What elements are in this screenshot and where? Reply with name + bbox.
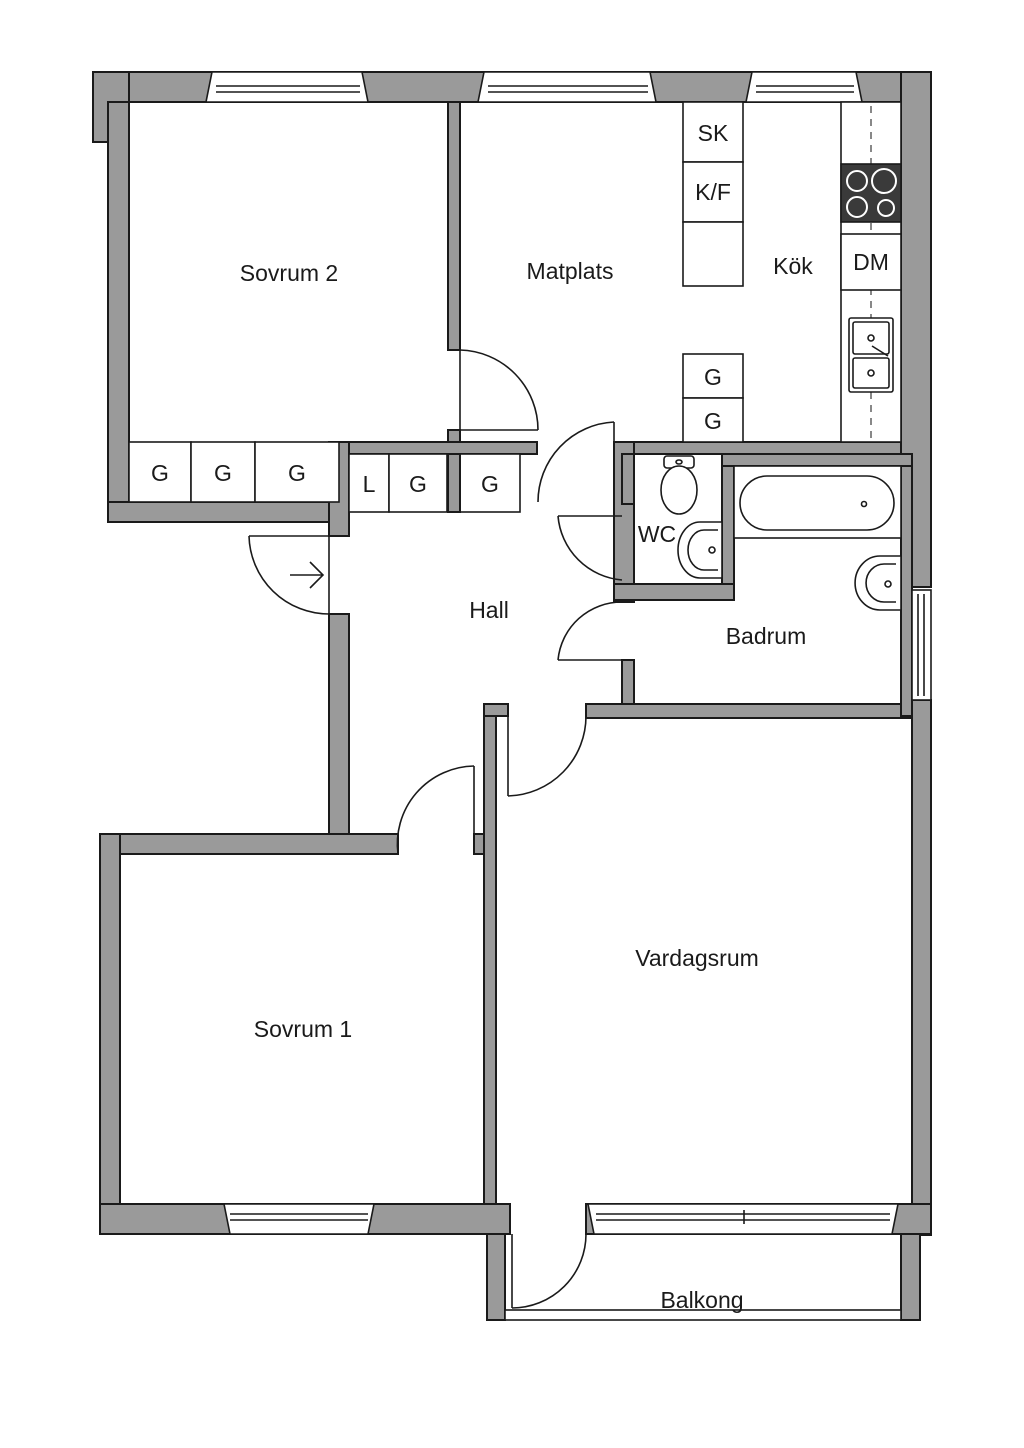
closet-sovrum2-2	[190, 441, 256, 503]
door-vardagsrum	[507, 715, 587, 797]
wall-wc-bad-sep	[721, 453, 913, 467]
closet-label: G	[481, 471, 499, 497]
window-kok	[745, 71, 863, 103]
closet-label: G	[151, 460, 169, 486]
closet-label: G	[288, 460, 306, 486]
closet-label-l: L	[363, 471, 376, 497]
closet-label: G	[704, 408, 722, 434]
wall-hall-left	[328, 613, 350, 855]
door-entrance	[248, 535, 330, 615]
room-label-balkong: Balkong	[660, 1287, 743, 1313]
room-label-kok: Kök	[773, 253, 813, 279]
room-label-vardagsrum: Vardagsrum	[635, 945, 759, 971]
closet-label: G	[704, 364, 722, 390]
balkong-railing	[504, 1309, 902, 1321]
window-vardagsrum	[587, 1203, 899, 1235]
doors	[248, 349, 623, 1309]
door-badrum	[557, 601, 623, 661]
bathroom-basin-icon	[854, 555, 902, 611]
wall-kitchen-bottom	[613, 441, 902, 455]
closet-hall-g1	[388, 453, 448, 513]
room-label-sovrum1: Sovrum 1	[254, 1016, 352, 1042]
cabinet-sk-label: SK	[698, 120, 729, 146]
door-sovrum1	[396, 765, 475, 855]
dishwasher-label: DM	[853, 249, 889, 275]
bathtub-icon	[733, 465, 902, 539]
closet-sovrum2-1	[128, 441, 192, 503]
room-label-hall: Hall	[469, 597, 509, 623]
wc-basin-icon	[677, 521, 723, 579]
door-kitchen-hall	[537, 421, 615, 503]
entrance-arrow-icon	[290, 561, 325, 589]
door-balkong	[511, 1233, 587, 1309]
wall-balkong-left	[486, 1233, 506, 1321]
windows	[205, 71, 932, 1321]
room-labels: Sovrum 2 Matplats Kök Hall WC Badrum Var…	[240, 253, 814, 1313]
window-matplats	[477, 71, 657, 103]
wall-sovrum1-left	[99, 833, 121, 1235]
cabinet-tall	[682, 221, 744, 287]
wall-hall-top	[328, 441, 538, 455]
dishwasher	[840, 233, 902, 291]
fridge-freezer-label: K/F	[695, 179, 731, 205]
wall-right-mid	[911, 699, 932, 1236]
kitchen-sink-icon	[848, 317, 894, 393]
wall-vardagsrum-left-top	[483, 703, 509, 717]
wall-sovrum1-vardagsrum	[483, 703, 497, 1205]
wall-wc-right	[721, 453, 735, 595]
toilet-icon	[660, 455, 698, 515]
room-label-badrum: Badrum	[726, 623, 807, 649]
closet-label: G	[214, 460, 232, 486]
room-label-wc: WC	[638, 521, 676, 547]
wall-balkong-right	[900, 1233, 921, 1321]
room-label-matplats: Matplats	[527, 258, 614, 284]
window-sovrum1	[223, 1203, 375, 1235]
wall-sovrum2-matplats	[447, 101, 461, 351]
wall-hall-closet-sep	[447, 453, 461, 513]
closet-kitchen-2	[682, 397, 744, 443]
window-sovrum2	[205, 71, 369, 103]
wall-bad-bottom	[585, 703, 913, 719]
wall-left-sovrum2	[107, 101, 130, 523]
closet-hall-g2	[459, 453, 521, 513]
room-label-sovrum2: Sovrum 2	[240, 260, 338, 286]
wall-sovrum2-bottom	[107, 501, 350, 523]
door-sovrum2	[459, 349, 539, 431]
window-badrum	[911, 589, 932, 701]
closet-label: G	[409, 471, 427, 497]
door-wc	[557, 515, 623, 581]
cabinet-sk	[682, 101, 744, 163]
wall-bad-right	[900, 465, 913, 717]
wall-wc-bottom	[613, 583, 735, 601]
wall-wc-top-inner	[621, 453, 635, 505]
fixtures: G G G L G G SK K/F G G DM	[128, 101, 902, 611]
wall-sovrum1-top	[99, 833, 399, 855]
closet-sovrum2-3	[254, 441, 340, 503]
